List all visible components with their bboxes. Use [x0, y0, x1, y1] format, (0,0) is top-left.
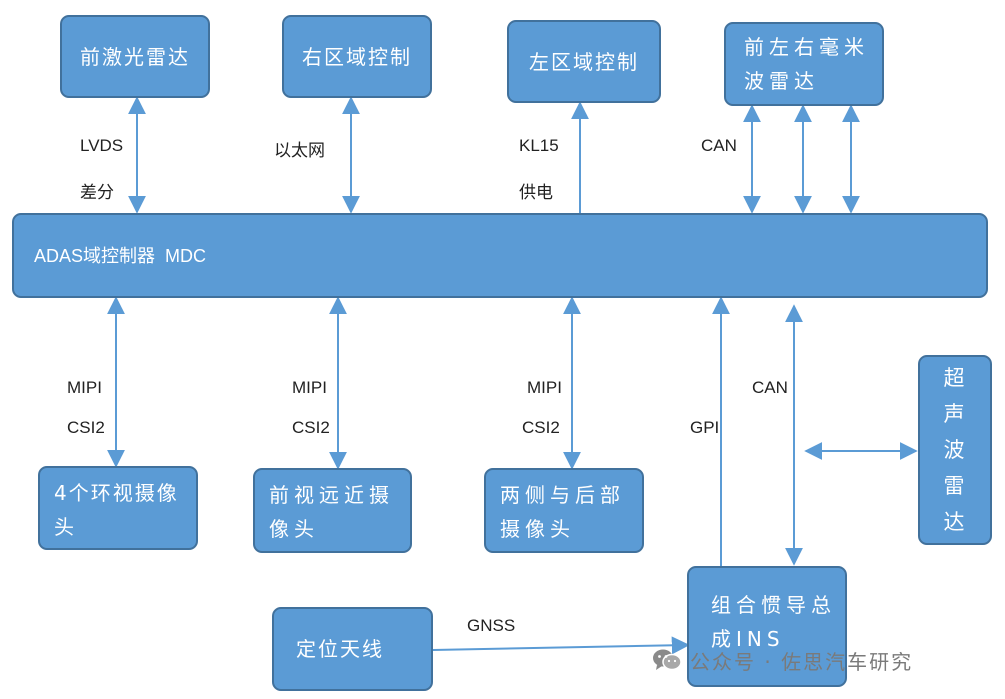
csi2-label-2: CSI2: [292, 418, 330, 437]
ultrasonic-char: 超: [943, 366, 967, 390]
watermark-text: 公众号 · 佐思汽车研究: [690, 649, 914, 674]
can-top-label: CAN: [701, 136, 737, 155]
kl15-label: KL15: [519, 136, 559, 155]
power-supply-label: 供电: [519, 183, 553, 203]
left-zone-controller-box: 左区域控制: [507, 20, 661, 103]
surround-camera-box: 4个环视摄像 头: [38, 466, 198, 550]
adas-mdc-box: ADAS域控制器 MDC: [12, 213, 988, 298]
gnss-label: GNSS: [467, 616, 516, 635]
differential-label: 差分: [80, 183, 114, 203]
left-zone-label: 左区域控制: [529, 49, 639, 74]
ins-label-line2: 成INS: [711, 627, 785, 651]
front-radar-label-line2: 波雷达: [744, 69, 819, 93]
wechat-icon: [653, 649, 682, 671]
watermark: 公众号 · 佐思汽车研究: [652, 643, 913, 677]
csi2-label-3: CSI2: [522, 418, 560, 437]
ultrasonic-char: 波: [943, 438, 967, 462]
antenna-box: 定位天线: [272, 607, 433, 691]
csi2-label-1: CSI2: [67, 418, 105, 437]
gpi-label: GPI: [690, 418, 720, 437]
ins-box: 组合惯导总 成INS: [687, 566, 847, 687]
antenna-label: 定位天线: [296, 637, 384, 661]
front-radar-box: 前左右毫米 波雷达: [724, 22, 884, 106]
front-camera-box: 前视远近摄 像头: [253, 468, 412, 553]
right-zone-label: 右区域控制: [302, 44, 412, 69]
mipi-label-2: MIPI: [292, 378, 327, 397]
antenna-ins-connector: [432, 636, 690, 655]
mipi-label-3: MIPI: [527, 378, 562, 397]
ultrasonic-radar-box: 超 声 波 雷 达: [918, 355, 992, 545]
ultrasonic-char: 达: [943, 510, 967, 534]
front-radar-label-line1: 前左右毫米: [744, 35, 869, 59]
right-zone-controller-box: 右区域控制: [282, 15, 432, 98]
ultrasonic-char: 声: [943, 402, 967, 426]
front-camera-label-line1: 前视远近摄: [269, 483, 394, 507]
front-lidar-box: 前激光雷达: [60, 15, 210, 98]
ethernet-label: 以太网: [274, 141, 325, 161]
ultrasonic-char: 雷: [943, 474, 967, 498]
front-lidar-label: 前激光雷达: [80, 44, 190, 69]
adas-mdc-label: ADAS域控制器 MDC: [34, 245, 207, 266]
surround-camera-label-line1: 4个环视摄像: [54, 481, 179, 505]
lvds-label: LVDS: [80, 136, 124, 155]
front-camera-label-line2: 像头: [269, 517, 319, 541]
side-rear-camera-box: 两侧与后部 摄像头: [484, 468, 644, 553]
can-bottom-label: CAN: [752, 378, 788, 397]
mipi-label-1: MIPI: [67, 378, 102, 397]
ins-label-line1: 组合惯导总: [711, 593, 836, 617]
side-rear-camera-label-line2: 摄像头: [500, 517, 575, 541]
surround-camera-label-line2: 头: [54, 515, 76, 539]
side-rear-camera-label-line1: 两侧与后部: [500, 483, 625, 507]
